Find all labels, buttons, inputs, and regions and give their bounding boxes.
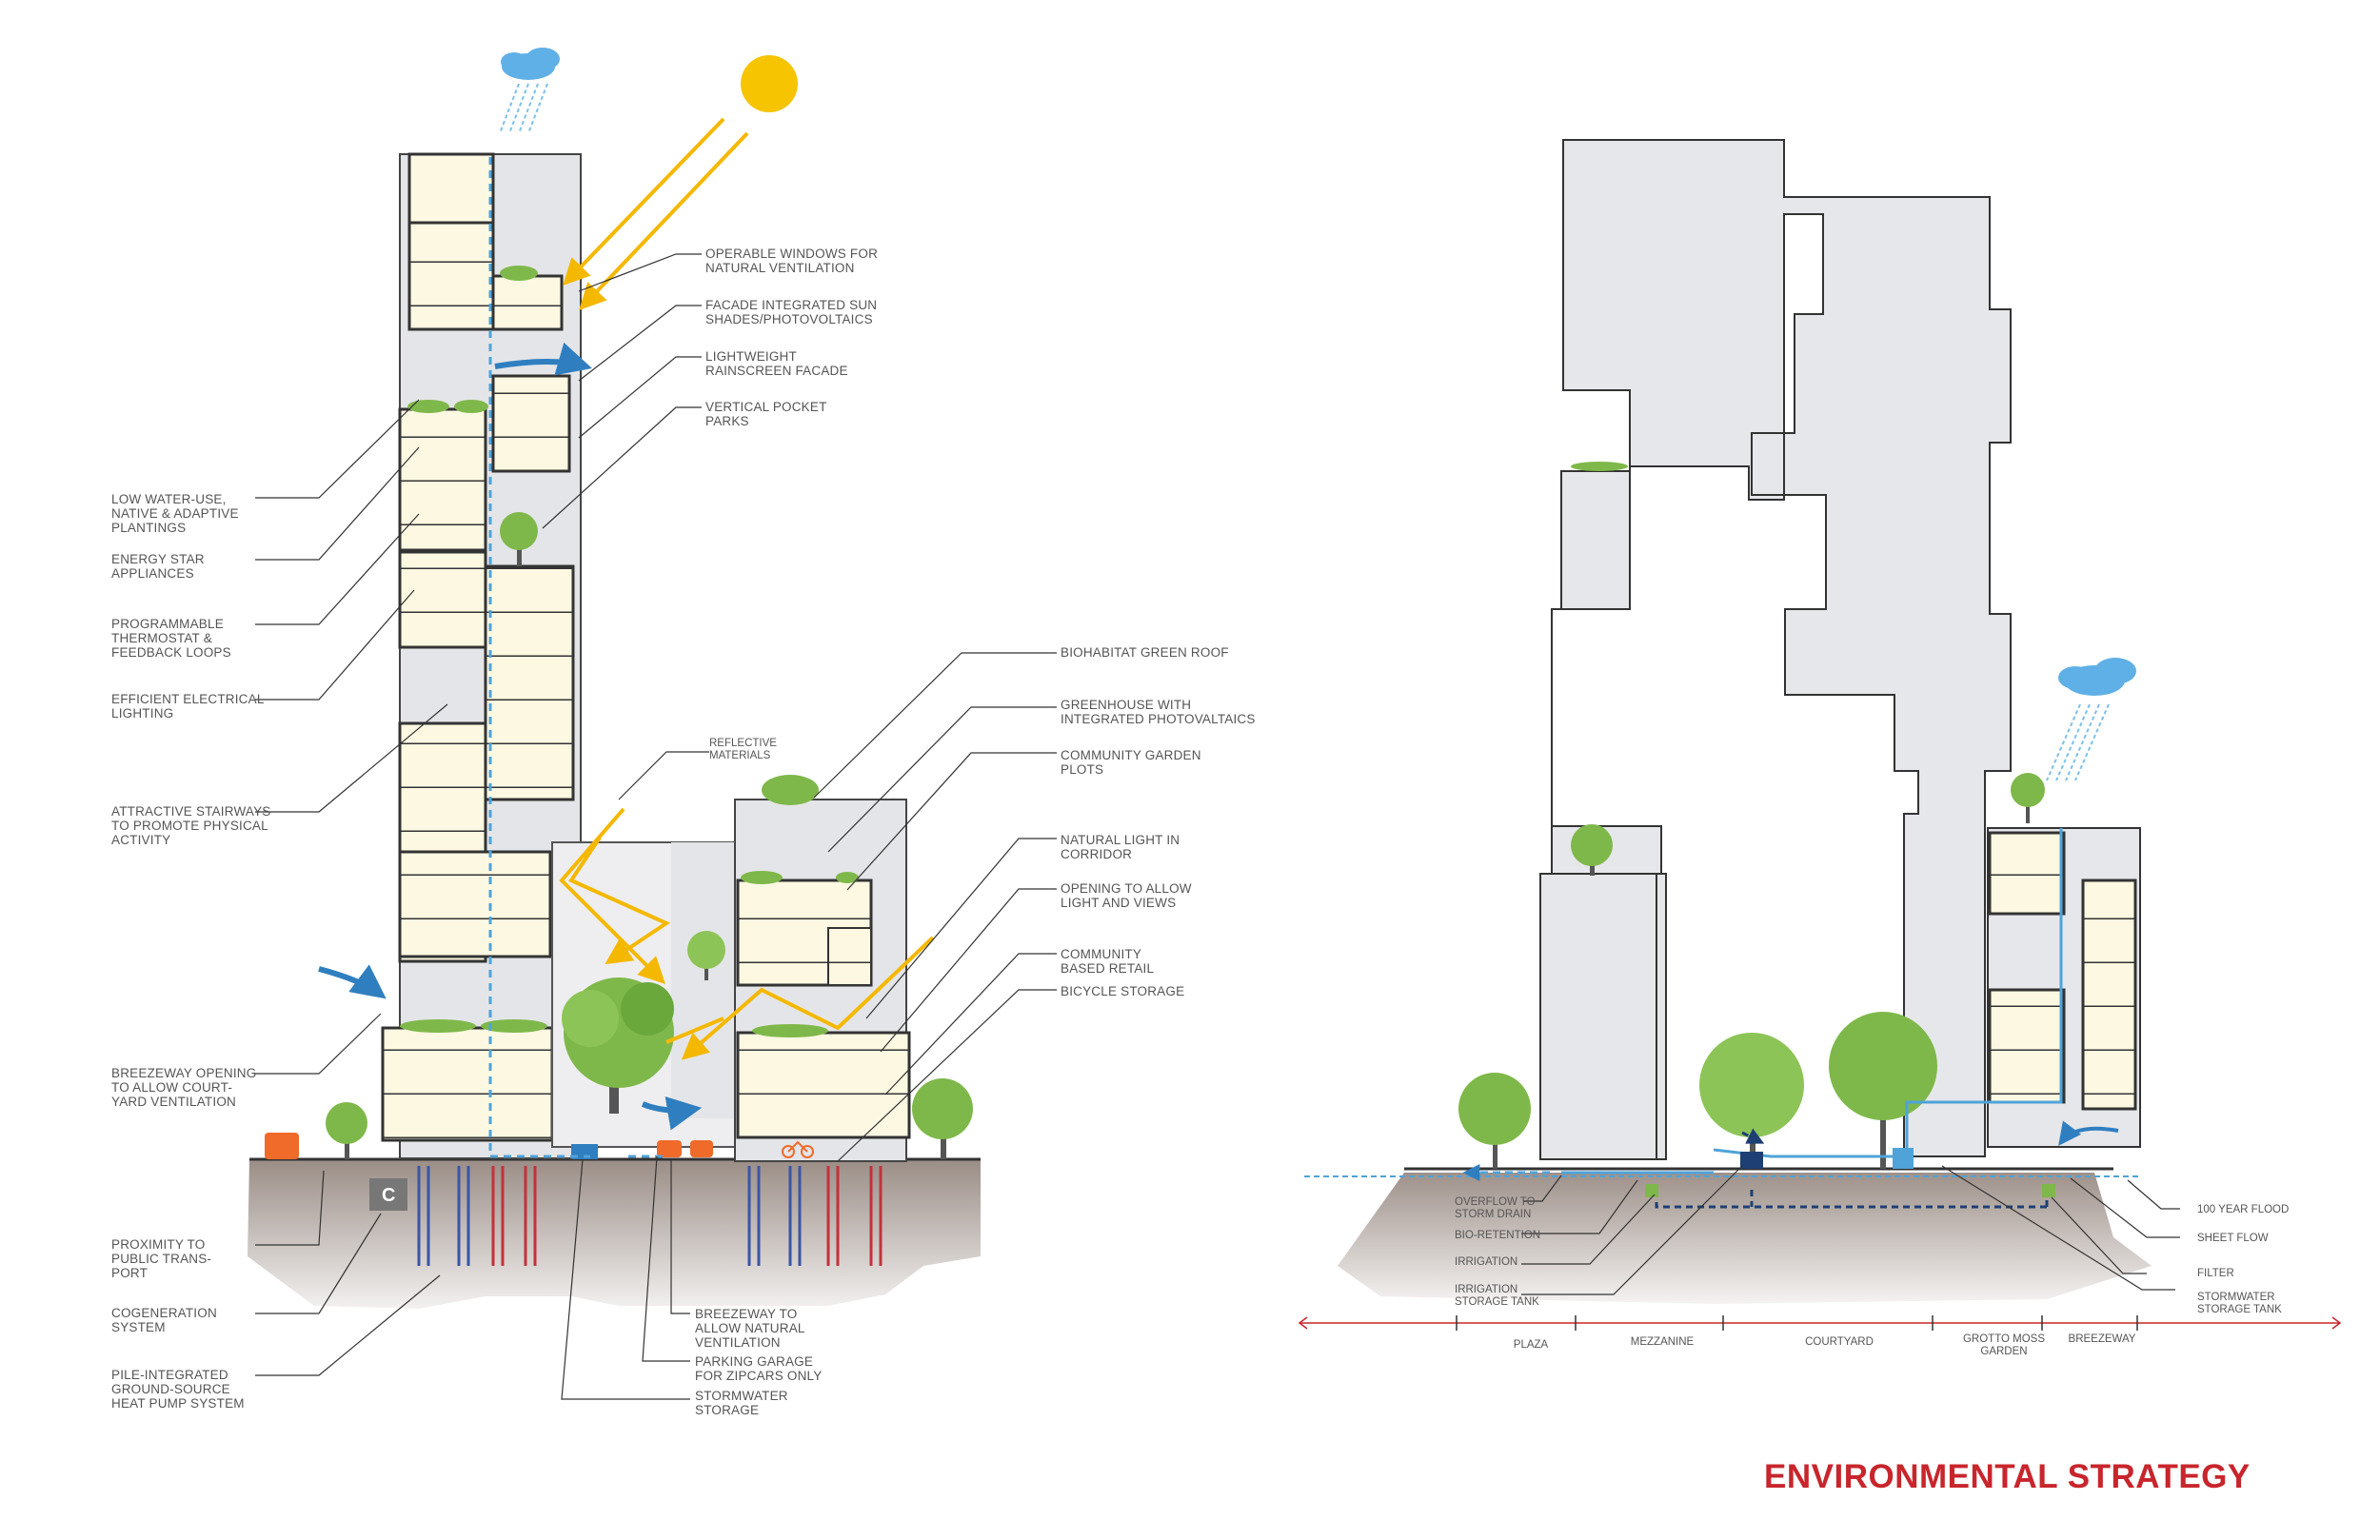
label-community-retail: COMMUNITY BASED RETAIL: [1061, 947, 1155, 976]
label-stairways: ATTRACTIVE STAIRWAYS TO PROMOTE PHYSICAL…: [111, 804, 271, 847]
label-sheet-flow: SHEET FLOW: [2197, 1233, 2269, 1244]
ground-right: [1338, 1173, 2152, 1304]
sun-rays: [559, 117, 935, 1060]
page-title: ENVIRONMENTAL STRATEGY: [1764, 1458, 2251, 1495]
label-opening-light-views: OPENING TO ALLOW LIGHT AND VIEWS: [1061, 881, 1192, 910]
stormwater-flow: [1462, 828, 2063, 1181]
tree-pocket-park: [500, 512, 538, 566]
label-bicycle-storage: BICYCLE STORAGE: [1061, 984, 1185, 998]
bicycle-icon: [782, 1140, 814, 1158]
label-green-roof: BIOHABITAT GREEN ROOF: [1061, 645, 1229, 660]
label-bio-retention: BIO-RETENTION: [1455, 1230, 1541, 1241]
label-stormwater-storage: STORMWATER STORAGE: [695, 1389, 788, 1417]
zone-courtyard: COURTYARD: [1805, 1336, 1874, 1348]
zone-scale-bar: [1298, 1315, 2342, 1331]
label-breezeway-opening: BREEZEWAY OPENING TO ALLOW COURT- YARD V…: [111, 1066, 257, 1109]
label-filter: FILTER: [2197, 1268, 2234, 1279]
tower-top-module: [407, 152, 495, 225]
label-cogeneration: COGENERATION SYSTEM: [111, 1306, 217, 1334]
cogeneration-c-icon: C: [369, 1178, 407, 1211]
water-tank-icon-right: [1740, 1152, 1763, 1169]
label-100-year-flood: 100 YEAR FLOOD: [2197, 1204, 2290, 1215]
rooftop-plantings: [400, 266, 859, 1037]
label-efficient-lighting: EFFICIENT ELECTRICAL LIGHTING: [111, 692, 265, 721]
trees-section: [1458, 773, 2045, 1169]
label-rainscreen: LIGHTWEIGHT RAINSCREEN FACADE: [705, 349, 848, 378]
rain-cloud-icon: [499, 48, 560, 134]
label-ground-source-heat-pump: PILE-INTEGRATED GROUND-SOURCE HEAT PUMP …: [111, 1368, 245, 1408]
breeze-arrow-right: [2058, 1120, 2119, 1146]
label-breezeway-natural-ventilation: BREEZEWAY TO ALLOW NATURAL VENTILATION: [695, 1307, 805, 1350]
label-stormwater-tank: STORMWATER STORAGE TANK: [2197, 1292, 2282, 1315]
svg-text:C: C: [382, 1185, 395, 1206]
residential-windows: [1988, 831, 2066, 916]
zone-breezeway: BREEZEWAY: [2068, 1333, 2136, 1345]
tree-street-left: [326, 1102, 367, 1159]
leader-lines-bottom: [561, 1155, 690, 1400]
bus-icon: [265, 1133, 299, 1159]
zone-plaza: PLAZA: [1513, 1339, 1549, 1351]
leader-lines-section: [1521, 1165, 2180, 1295]
filter-f-icon: [1645, 1184, 1658, 1197]
label-greenhouse: GREENHOUSE WITH INTEGRATED PHOTOVALTAICS: [1061, 698, 1256, 726]
label-parking-garage: PARKING GARAGE FOR ZIPCARS ONLY: [695, 1354, 823, 1383]
car-icon: [657, 1140, 682, 1157]
rain-cloud-icon-right: [2046, 658, 2136, 781]
breeze-arrows: [318, 342, 703, 1131]
tree-courtyard: [562, 977, 674, 1114]
label-operable-windows: OPERABLE WINDOWS FOR NATURAL VENTILATION: [705, 247, 879, 275]
stormwater-pipe: [488, 157, 666, 1158]
left-section-diagram: C: [248, 48, 1057, 1400]
zone-mezzanine: MEZZANINE: [1630, 1336, 1695, 1348]
label-irrigation: IRRIGATION: [1455, 1256, 1518, 1268]
label-public-transport: PROXIMITY TO PUBLIC TRANS- PORT: [111, 1237, 212, 1280]
right-section-diagram: [1298, 139, 2342, 1331]
tree-atrium: [687, 931, 725, 980]
label-energy-star: ENERGY STAR APPLIANCES: [111, 552, 205, 581]
leader-lines-left: [255, 399, 448, 1376]
label-garden-plots: COMMUNITY GARDEN PLOTS: [1061, 748, 1201, 777]
label-sun-shades: FACADE INTEGRATED SUN SHADES/PHOTOVOLTAI…: [705, 298, 878, 326]
sun-icon: [741, 55, 798, 112]
label-thermostat: PROGRAMMABLE THERMOSTAT & FEEDBACK LOOPS: [111, 617, 231, 660]
leader-lines-top: [542, 253, 702, 529]
geothermal-piles: [417, 1166, 883, 1266]
label-natural-light: NATURAL LIGHT IN CORRIDOR: [1061, 833, 1180, 861]
zone-grotto-moss-garden: GROTTO MOSS GARDEN: [1962, 1333, 2046, 1357]
leader-lines-right: [618, 652, 1057, 1162]
label-low-water-plantings: LOW WATER-USE, NATIVE & ADAPTIVE PLANTIN…: [111, 492, 239, 535]
ground-left: [248, 1159, 981, 1309]
label-irrigation-tank: IRRIGATION STORAGE TANK: [1455, 1284, 1539, 1308]
tree-street-right: [912, 1078, 973, 1159]
label-pocket-parks: VERTICAL POCKET PARKS: [705, 400, 827, 428]
label-overflow-storm-drain: OVERFLOW TO STORM DRAIN: [1455, 1196, 1536, 1220]
label-reflective-materials: REFLECTIVE MATERIALS: [709, 738, 777, 761]
